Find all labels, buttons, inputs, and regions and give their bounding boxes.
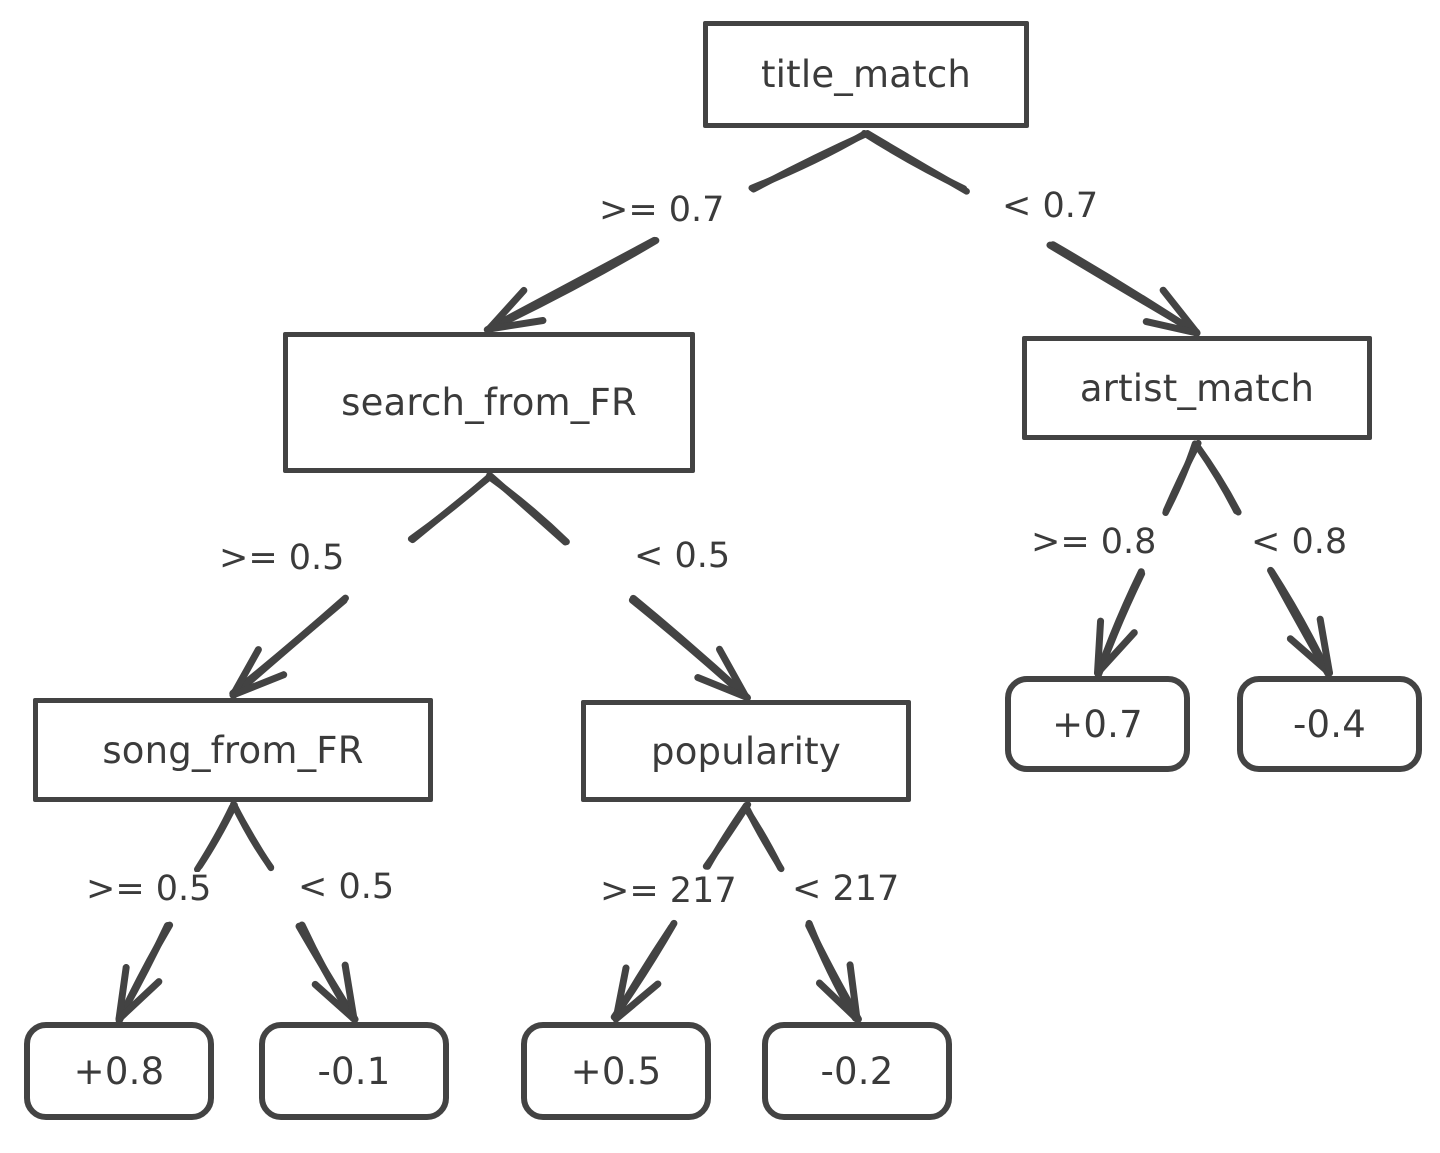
leaf-node-leaf_plus_0_7[interactable]: +0.7	[1005, 676, 1190, 772]
node-label: +0.8	[73, 1049, 165, 1093]
node-label: title_match	[760, 53, 972, 96]
edge-label-artist_match-to-leaf_minus_0_4: < 0.8	[1248, 525, 1351, 560]
edge-label-title_match-to-search_from_FR: >= 0.7	[596, 193, 728, 228]
edge-label-artist_match-to-leaf_plus_0_7: >= 0.8	[1028, 525, 1160, 560]
node-label: popularity	[651, 729, 841, 773]
decision-node-popularity[interactable]: popularity	[581, 700, 911, 802]
decision-node-song_from_FR[interactable]: song_from_FR	[33, 698, 433, 802]
edge-label-song_from_FR-to-leaf_plus_0_8: >= 0.5	[83, 872, 215, 907]
leaf-node-leaf_plus_0_8[interactable]: +0.8	[24, 1022, 214, 1120]
node-label: search_from_FR	[341, 381, 637, 424]
leaf-node-leaf_minus_0_1[interactable]: -0.1	[259, 1022, 449, 1120]
node-label: artist_match	[1079, 366, 1315, 410]
leaf-node-leaf_plus_0_5[interactable]: +0.5	[521, 1022, 711, 1120]
edge-label-song_from_FR-to-leaf_minus_0_1: < 0.5	[295, 870, 398, 905]
node-label: song_from_FR	[102, 728, 364, 772]
decision-node-title_match[interactable]: title_match	[703, 21, 1029, 128]
node-label: -0.4	[1293, 702, 1366, 746]
node-label: +0.5	[570, 1049, 662, 1093]
decision-node-search_from_FR[interactable]: search_from_FR	[283, 332, 695, 473]
edge-label-title_match-to-artist_match: < 0.7	[999, 189, 1102, 224]
edge-label-search_from_FR-to-popularity: < 0.5	[631, 539, 734, 574]
edge-label-popularity-to-leaf_minus_0_2: < 217	[789, 872, 903, 907]
leaf-node-leaf_minus_0_4[interactable]: -0.4	[1237, 676, 1422, 772]
decision-node-artist_match[interactable]: artist_match	[1022, 336, 1372, 440]
node-label: +0.7	[1052, 702, 1143, 746]
node-label: -0.2	[820, 1049, 894, 1093]
edge-label-search_from_FR-to-song_from_FR: >= 0.5	[216, 541, 348, 576]
node-label: -0.1	[317, 1049, 391, 1093]
leaf-node-leaf_minus_0_2[interactable]: -0.2	[762, 1022, 952, 1120]
edge-label-popularity-to-leaf_plus_0_5: >= 217	[597, 874, 740, 909]
